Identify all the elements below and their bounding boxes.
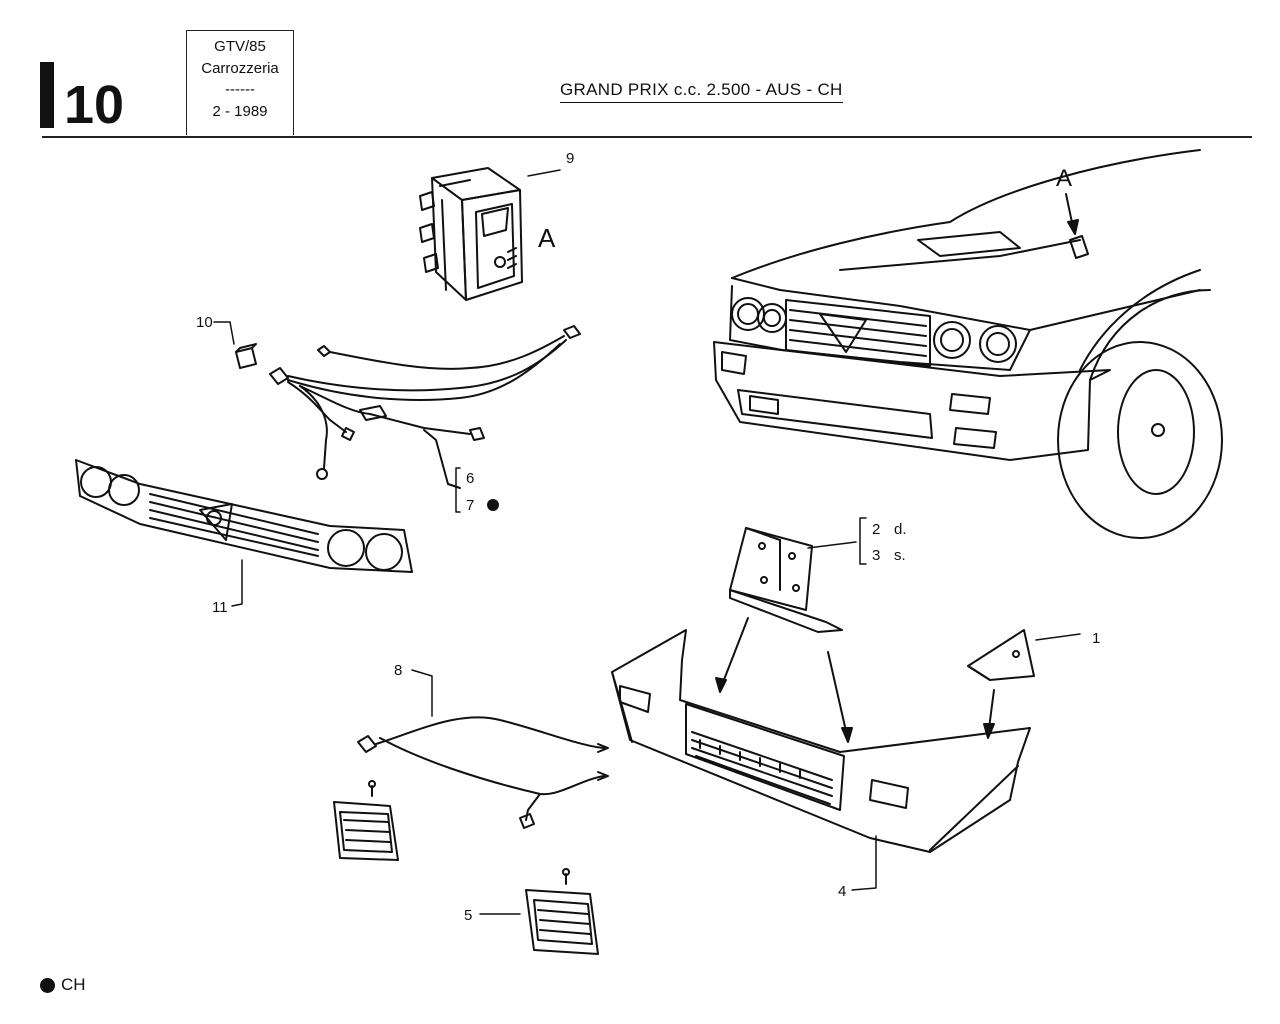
fog-lamp-wiring <box>357 716 609 829</box>
model-info-box: GTV/85 Carrozzeria ------ 2 - 1989 <box>186 30 294 135</box>
bracket-6-7 <box>455 467 461 513</box>
callout-11-leader <box>231 559 243 607</box>
small-bracket <box>967 629 1035 681</box>
legend-text: CH <box>61 975 86 994</box>
front-grille <box>75 459 413 573</box>
callout-10-leader <box>213 321 235 345</box>
callout-9: 9 <box>566 150 574 167</box>
callout-1: 1 <box>1092 630 1100 647</box>
callout-4-leader <box>851 835 877 891</box>
arrowhead-left <box>715 677 727 693</box>
wiring-harness <box>269 325 581 489</box>
callout-1-leader <box>1035 633 1081 641</box>
detail-arrowhead-car <box>1067 219 1079 235</box>
callout-8: 8 <box>394 662 402 679</box>
fog-light-switch <box>419 167 523 301</box>
issue-date: 2 - 1989 <box>212 102 268 120</box>
callout-2-side: d. <box>894 521 907 538</box>
legend-dot-icon <box>40 977 55 993</box>
car-front-view <box>713 149 1223 539</box>
callout-3: 3 <box>872 547 880 564</box>
fog-lamp-right <box>525 868 599 955</box>
bumper-bracket <box>729 527 843 633</box>
model-code: GTV/85 <box>214 38 266 55</box>
callout-4: 4 <box>838 883 846 900</box>
callout-9-leader <box>527 169 561 177</box>
fog-lamp-left <box>333 780 399 861</box>
legend: CH <box>40 975 86 995</box>
detail-label-switch: A <box>538 223 556 253</box>
section-letter-bar <box>40 62 54 128</box>
header-rule <box>42 136 1252 138</box>
front-spoiler <box>611 629 1031 853</box>
ch-marker-7 <box>487 499 499 511</box>
callout-10: 10 <box>196 314 213 331</box>
callout-5: 5 <box>464 907 472 924</box>
section-number: 10 <box>64 75 125 135</box>
page-title: GRAND PRIX c.c. 2.500 - AUS - CH <box>560 80 843 103</box>
callout-3-side: s. <box>894 547 906 564</box>
model-category: Carrozzeria <box>201 59 279 77</box>
callout-7: 7 <box>466 497 474 514</box>
arrowhead-right <box>841 727 853 743</box>
info-divider: ------ <box>225 81 255 98</box>
callout-6: 6 <box>466 470 474 487</box>
callout-8-leader <box>411 669 433 717</box>
arrow-bracket-left <box>719 617 749 691</box>
arrow-bracket-right <box>827 651 849 741</box>
bracket-2-3 <box>859 517 867 565</box>
callout-2-3-leader <box>807 541 857 549</box>
detail-label-car: A <box>1056 165 1072 192</box>
callout-11: 11 <box>212 599 228 616</box>
arrowhead-small-bracket <box>983 723 995 739</box>
callout-2: 2 <box>872 521 880 538</box>
relay <box>235 343 257 369</box>
